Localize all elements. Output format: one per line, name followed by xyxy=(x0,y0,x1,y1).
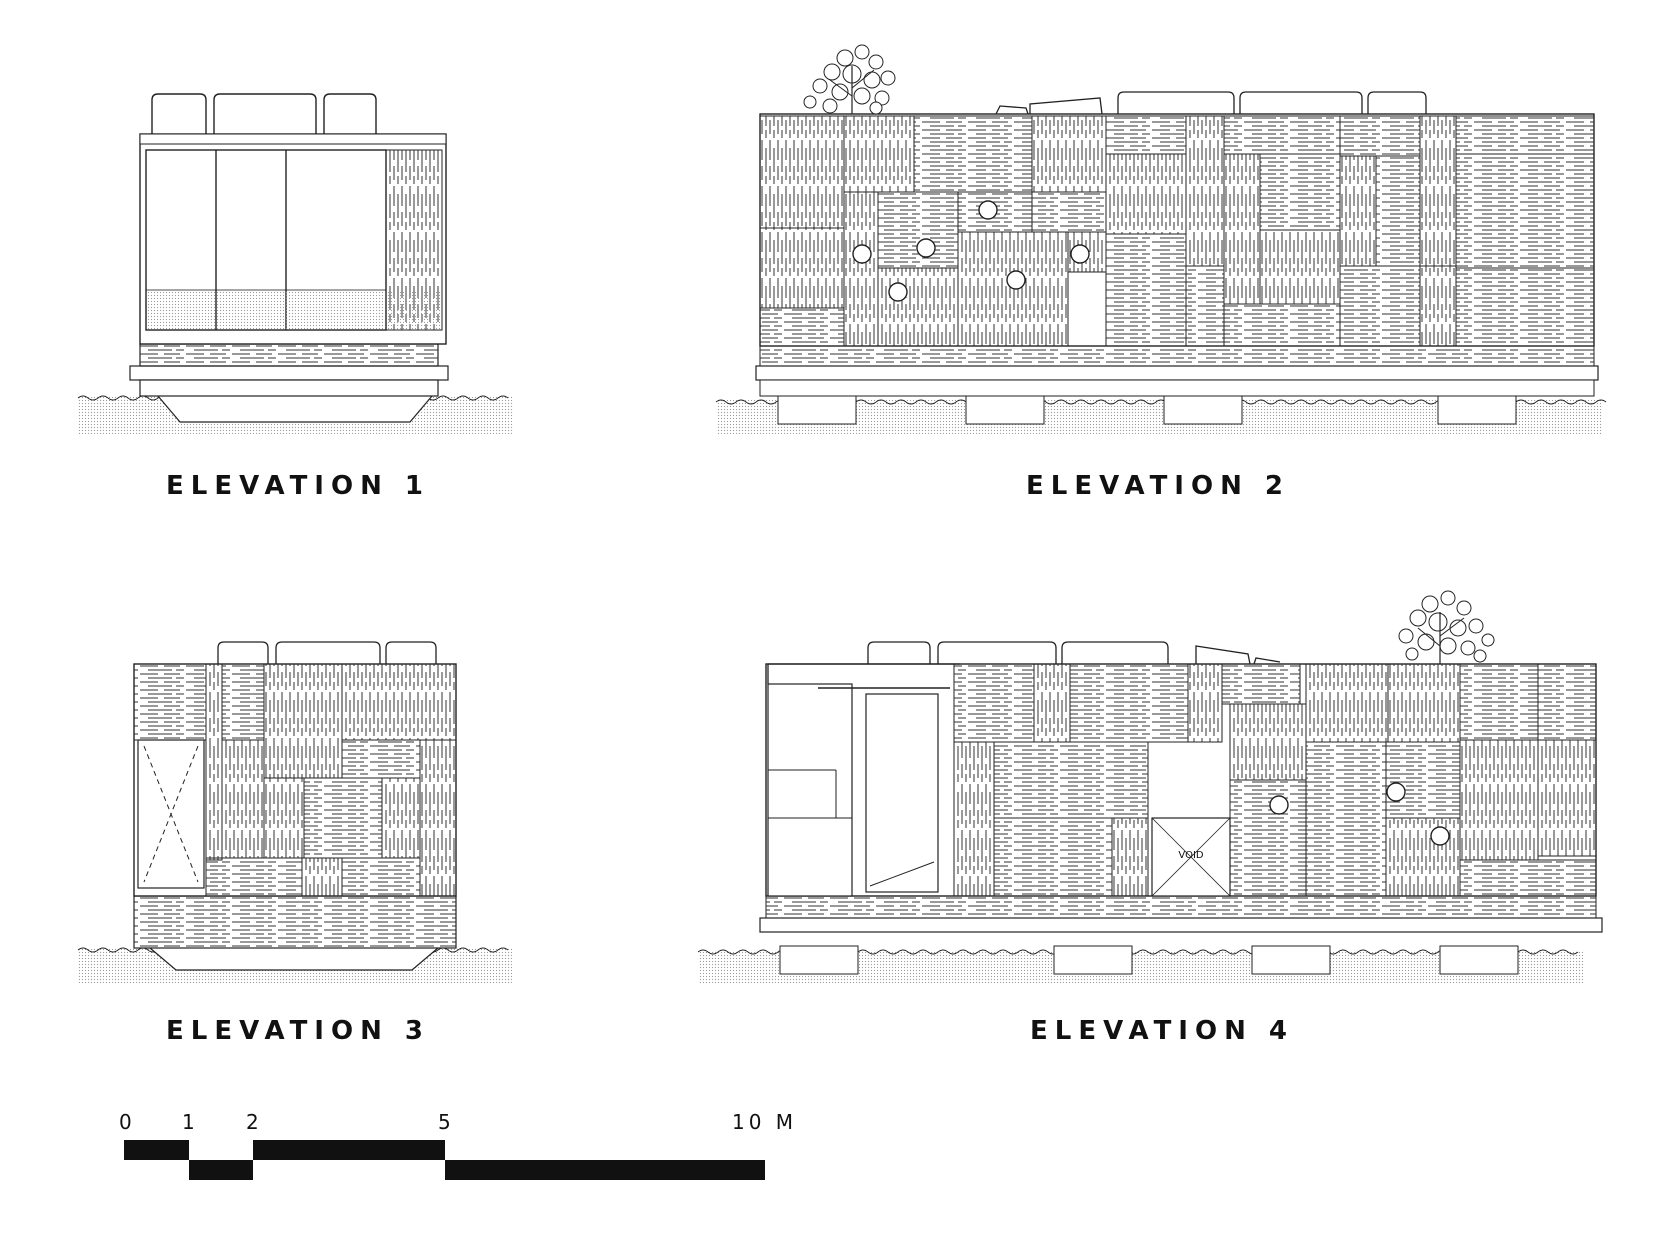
rooftop-tree xyxy=(1398,590,1495,664)
porthole-windows xyxy=(1269,782,1450,846)
rooftop-tree xyxy=(803,44,896,115)
scale-bar: 0 1 2 5 10 M xyxy=(119,1110,797,1180)
door xyxy=(137,739,205,889)
elevation-4-drawing: VOID xyxy=(697,590,1603,984)
hull xyxy=(157,395,433,423)
scale-label-10m: 10 M xyxy=(732,1110,797,1134)
elevation-1-title: ELEVATION 1 xyxy=(166,471,430,501)
scale-bar-segment xyxy=(253,1140,445,1160)
sliding-glass-doors xyxy=(145,149,387,331)
cladding-panels xyxy=(759,115,1595,347)
cladding-panels xyxy=(953,663,1597,897)
roof-railing xyxy=(995,91,1427,115)
scale-label-0: 0 xyxy=(119,1110,132,1134)
glazed-entry xyxy=(767,683,950,897)
scale-bar-segment xyxy=(189,1160,253,1180)
pontoons xyxy=(777,395,1517,425)
roof-railing xyxy=(151,93,377,134)
pontoons xyxy=(779,945,1519,975)
elevation-1-drawing xyxy=(77,93,514,434)
scale-bar-segment xyxy=(445,1160,765,1180)
elevation-3-title: ELEVATION 3 xyxy=(166,1016,430,1046)
elevation-4-title: ELEVATION 4 xyxy=(1030,1016,1294,1046)
roof-railing xyxy=(217,641,437,664)
scale-label-2: 2 xyxy=(246,1110,259,1134)
scale-label-1: 1 xyxy=(182,1110,195,1134)
porthole-windows xyxy=(852,200,1090,302)
roof-railing xyxy=(767,641,1281,684)
hull xyxy=(149,947,439,971)
void-label: VOID xyxy=(1178,850,1203,861)
scale-label-5: 5 xyxy=(438,1110,451,1134)
cladding-panels xyxy=(133,663,457,897)
elevation-2-title: ELEVATION 2 xyxy=(1026,471,1290,501)
scale-bar-segment xyxy=(124,1140,189,1160)
elevation-3-drawing xyxy=(77,641,512,984)
elevation-2-drawing xyxy=(715,44,1607,434)
void-panel: VOID xyxy=(1151,817,1231,897)
